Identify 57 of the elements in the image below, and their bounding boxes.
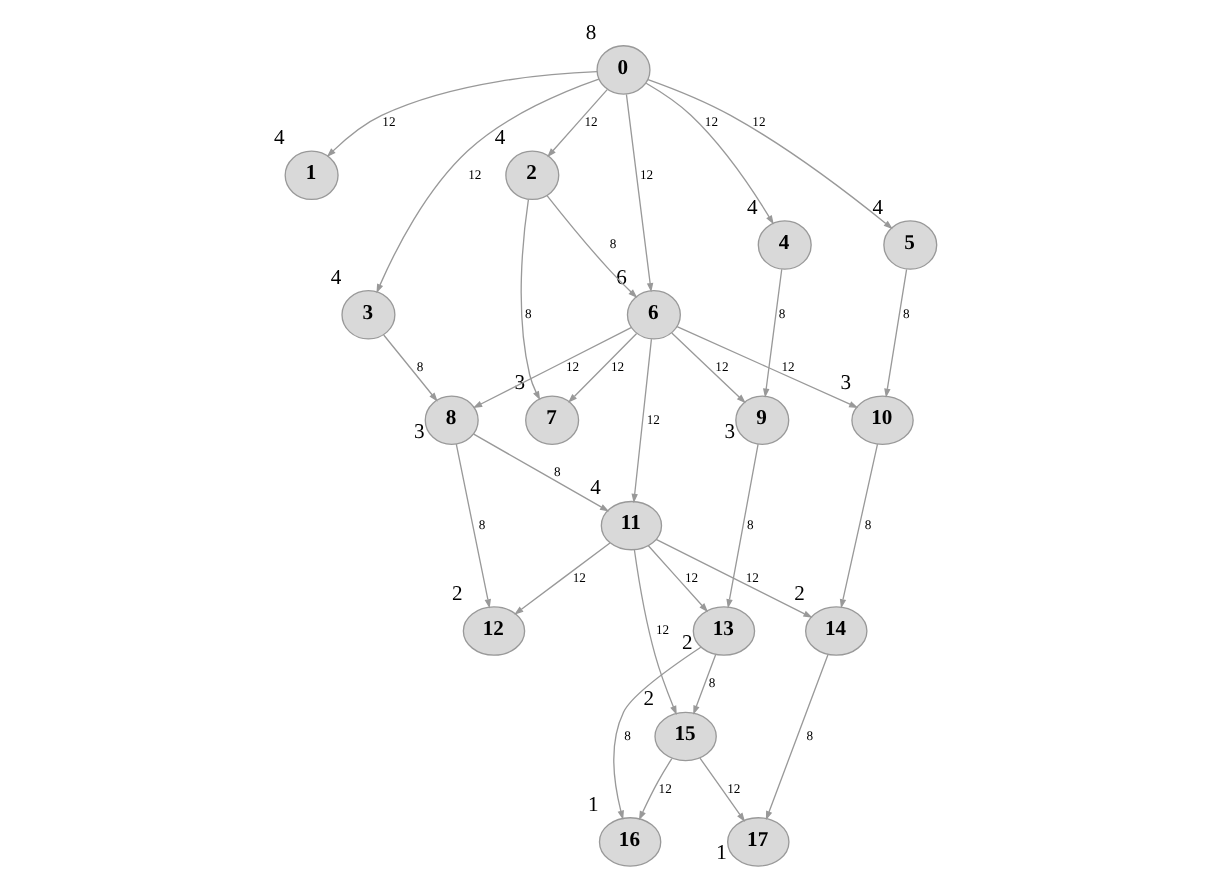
node-label: 3 [840, 373, 852, 396]
arrow [633, 549, 677, 715]
arrow [631, 338, 653, 504]
node-label: 2 [643, 689, 655, 712]
arrow [455, 443, 491, 609]
arrow [693, 654, 717, 715]
arrow [638, 757, 673, 821]
node-label: 2 [681, 632, 693, 655]
arrow [645, 82, 774, 225]
node-label: 3 [724, 421, 736, 444]
node-circle: 4 [757, 220, 812, 270]
node-label: 4 [747, 197, 758, 220]
arrow [613, 646, 702, 820]
arrow [726, 443, 759, 609]
node-ellipse: 14 [805, 606, 868, 656]
node-circle: 0 [596, 45, 651, 95]
arrow [839, 443, 879, 609]
node-ellipse: 17 [727, 817, 790, 867]
arrow [625, 93, 654, 293]
node-label: 4 [273, 128, 285, 151]
arrow [473, 433, 610, 512]
arrow [647, 78, 893, 230]
arrow [884, 268, 908, 398]
arrow [376, 78, 600, 294]
node-ellipse: 16 [598, 817, 662, 867]
node-ellipse: 10 [851, 395, 914, 446]
node-label: 6 [616, 267, 627, 290]
node-circle: 8 [424, 395, 479, 446]
arrow [472, 327, 632, 409]
arrow [699, 757, 746, 822]
node-label: 4 [494, 128, 506, 151]
arrow [655, 538, 813, 618]
node-label: 4 [872, 197, 884, 220]
arrow [514, 542, 611, 615]
node-label: 2 [451, 583, 463, 606]
node-label: 8 [585, 22, 597, 45]
node-label: 1 [716, 843, 727, 866]
node-label: 4 [590, 478, 601, 501]
arrow [647, 545, 709, 613]
arrow [546, 194, 638, 299]
arrow [547, 88, 608, 158]
node-ellipse: 13 [692, 606, 756, 656]
node-label: 4 [330, 267, 342, 290]
node-ellipse: 15 [654, 711, 717, 762]
node-label: 3 [514, 373, 526, 396]
arrow [765, 654, 829, 821]
arrow [676, 325, 859, 408]
arrow [326, 71, 598, 158]
arrow [520, 198, 541, 401]
node-label: 3 [414, 421, 425, 444]
arrow [763, 268, 783, 398]
arrow [568, 332, 638, 403]
node-label: 2 [794, 583, 805, 606]
arrow [383, 334, 438, 402]
arrow [671, 332, 746, 404]
node-circle: 3 [341, 290, 396, 340]
node-label: 1 [588, 794, 599, 817]
